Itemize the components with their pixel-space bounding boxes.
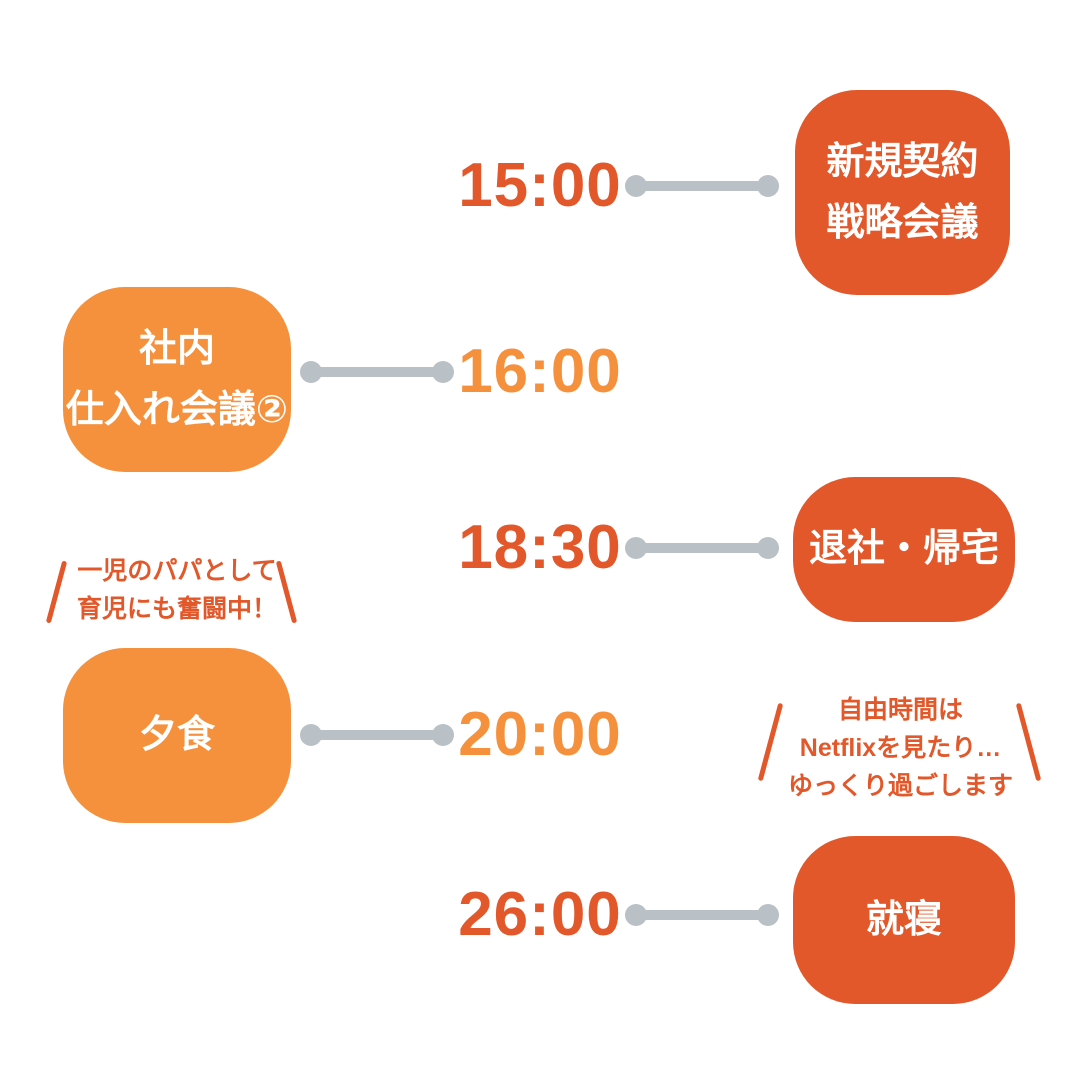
event-label-line: 仕入れ会議② — [65, 388, 289, 431]
annotation-line: 一児のパパとして — [77, 557, 277, 585]
connector-line — [625, 175, 779, 197]
time-label-1600: 16:00 — [458, 337, 622, 406]
event-label-line: 退社・帰宅 — [808, 528, 999, 571]
annotation-line: 育児にも奮闘中！ — [76, 595, 277, 623]
annotation-freetime-note: 自由時間は Netflixを見たり… ゆっくり過ごします — [788, 691, 1013, 805]
event-label-line: 戦略会議 — [826, 201, 979, 244]
time-label-1500: 15:00 — [458, 151, 622, 220]
annotation-line: Netflixを見たり… — [799, 734, 1002, 762]
event-label-line: 新規契約 — [826, 140, 979, 183]
event-label-line: 夕食 — [138, 714, 215, 757]
event-bubble-sleep: 就寝 — [793, 836, 1015, 1004]
connector-line — [625, 904, 779, 926]
connector-line — [300, 361, 454, 383]
event-label-line: 社内 — [138, 327, 215, 370]
time-label-2000: 20:00 — [458, 700, 622, 769]
flare-stroke-left — [757, 702, 784, 782]
event-bubble-strategy-meeting: 新規契約 戦略会議 — [795, 90, 1010, 295]
flare-stroke-right — [1015, 702, 1042, 782]
event-bubble-dinner: 夕食 — [63, 648, 291, 823]
time-label-2600: 26:00 — [458, 880, 622, 949]
time-label-1830: 18:30 — [458, 513, 622, 582]
connector-line — [300, 724, 454, 746]
event-label-line: 就寝 — [865, 898, 942, 941]
annotation-line: 自由時間は — [837, 696, 963, 724]
annotation-papa-note: 一児のパパとして 育児にも奮闘中！ — [67, 552, 287, 628]
annotation-line: ゆっくり過ごします — [788, 772, 1014, 800]
connector-line — [625, 537, 779, 559]
flare-stroke-left — [45, 560, 68, 624]
event-bubble-leave-office: 退社・帰宅 — [793, 477, 1015, 622]
event-bubble-internal-meeting: 社内 仕入れ会議② — [63, 287, 291, 472]
